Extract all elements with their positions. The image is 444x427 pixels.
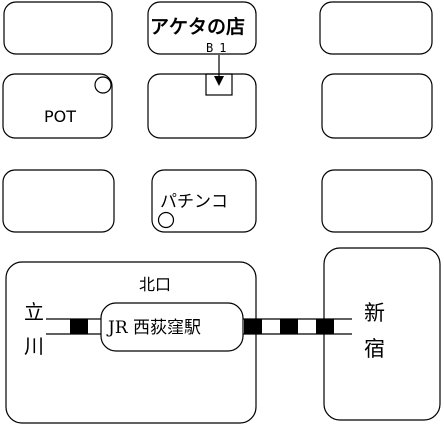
- pachinko-label: パチンコ: [160, 192, 228, 212]
- entrance-arrow-head: [214, 76, 224, 86]
- east-destination-char-1: 新: [364, 301, 385, 325]
- block-lower-left: [2, 169, 115, 233]
- block-pot-building: [2, 73, 113, 139]
- block-lower-right: [321, 169, 433, 233]
- pot-label: POT: [44, 107, 76, 126]
- east-destination-char-2: 宿: [364, 337, 385, 361]
- station-box: [100, 302, 244, 352]
- block-middle-center: [147, 73, 257, 139]
- block-pachinko-building: [151, 169, 257, 233]
- entrance-label: B1: [206, 41, 232, 55]
- west-destination-char-2: 川: [24, 334, 44, 358]
- block-middle-right: [321, 73, 433, 139]
- pachinko-marker-circle: [157, 211, 175, 229]
- block-station-area: [5, 261, 257, 424]
- block-top-right: [319, 1, 433, 55]
- north-exit-label: 北口: [139, 275, 171, 294]
- station-label: JR 西荻窪駅: [106, 318, 201, 338]
- shop-name-label: アケタの店: [150, 15, 245, 38]
- pot-marker-circle: [94, 76, 112, 94]
- block-shop-building: [147, 1, 257, 55]
- railway-track: [46, 318, 352, 335]
- block-top-left: [3, 1, 113, 55]
- west-destination-char-1: 立: [24, 300, 44, 324]
